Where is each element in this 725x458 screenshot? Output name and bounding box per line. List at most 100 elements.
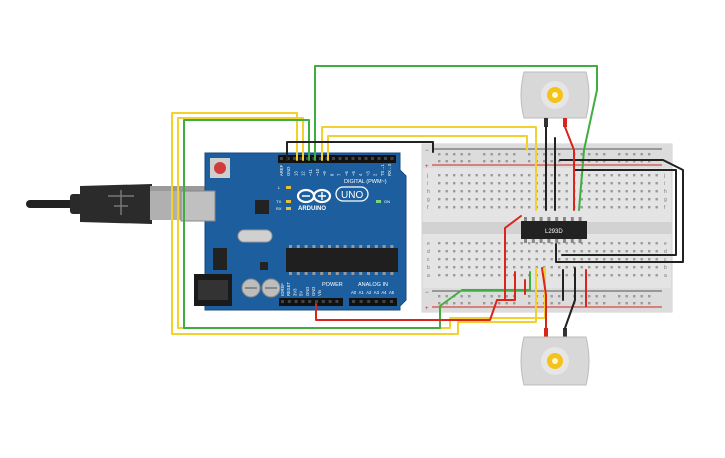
breadboard-hole[interactable] <box>655 242 658 245</box>
breadboard-hole[interactable] <box>655 182 658 185</box>
breadboard-hole[interactable] <box>603 206 606 209</box>
pin-socket[interactable] <box>299 157 303 160</box>
rail-hole[interactable] <box>595 160 598 163</box>
breadboard-hole[interactable] <box>453 242 456 245</box>
breadboard-hole[interactable] <box>580 250 583 253</box>
breadboard-hole[interactable] <box>528 182 531 185</box>
breadboard-hole[interactable] <box>618 190 621 193</box>
breadboard-hole[interactable] <box>460 190 463 193</box>
rail-hole[interactable] <box>640 302 643 305</box>
breadboard-hole[interactable] <box>513 198 516 201</box>
rail-hole[interactable] <box>640 160 643 163</box>
breadboard-hole[interactable] <box>498 190 501 193</box>
pin-socket[interactable] <box>371 157 374 160</box>
rail-hole[interactable] <box>603 302 606 305</box>
rail-hole[interactable] <box>460 302 463 305</box>
breadboard-hole[interactable] <box>483 174 486 177</box>
wire-yellow[interactable] <box>321 126 537 211</box>
rail-hole[interactable] <box>603 160 606 163</box>
breadboard-hole[interactable] <box>655 258 658 261</box>
breadboard-hole[interactable] <box>618 250 621 253</box>
breadboard-hole[interactable] <box>588 266 591 269</box>
breadboard-hole[interactable] <box>513 258 516 261</box>
breadboard-hole[interactable] <box>580 206 583 209</box>
breadboard-hole[interactable] <box>475 198 478 201</box>
breadboard-hole[interactable] <box>625 250 628 253</box>
breadboard-hole[interactable] <box>460 206 463 209</box>
rail-hole[interactable] <box>483 295 486 298</box>
rail-hole[interactable] <box>603 153 606 156</box>
rail-hole[interactable] <box>558 295 561 298</box>
breadboard-hole[interactable] <box>573 266 576 269</box>
breadboard-hole[interactable] <box>550 182 553 185</box>
breadboard-hole[interactable] <box>490 174 493 177</box>
rail-hole[interactable] <box>460 160 463 163</box>
breadboard-hole[interactable] <box>498 266 501 269</box>
breadboard-hole[interactable] <box>655 198 658 201</box>
breadboard-hole[interactable] <box>550 174 553 177</box>
breadboard-hole[interactable] <box>625 174 628 177</box>
rail-hole[interactable] <box>483 302 486 305</box>
breadboard-hole[interactable] <box>595 274 598 277</box>
breadboard-hole[interactable] <box>445 182 448 185</box>
breadboard-hole[interactable] <box>640 242 643 245</box>
pin-socket[interactable] <box>308 300 312 303</box>
breadboard-hole[interactable] <box>595 198 598 201</box>
breadboard-hole[interactable] <box>625 190 628 193</box>
breadboard-hole[interactable] <box>550 242 553 245</box>
breadboard-hole[interactable] <box>468 198 471 201</box>
breadboard-hole[interactable] <box>475 274 478 277</box>
wire-red[interactable] <box>315 271 516 321</box>
breadboard-hole[interactable] <box>505 250 508 253</box>
rail-hole[interactable] <box>505 302 508 305</box>
rail-hole[interactable] <box>453 302 456 305</box>
breadboard-hole[interactable] <box>513 242 516 245</box>
breadboard-hole[interactable] <box>453 198 456 201</box>
breadboard-hole[interactable] <box>505 182 508 185</box>
pin-socket[interactable] <box>335 300 339 303</box>
pin-socket[interactable] <box>315 300 318 303</box>
breadboard-hole[interactable] <box>558 258 561 261</box>
rail-hole[interactable] <box>468 160 471 163</box>
pin-socket[interactable] <box>345 157 348 160</box>
breadboard-hole[interactable] <box>535 242 538 245</box>
breadboard-hole[interactable] <box>513 250 516 253</box>
breadboard-hole[interactable] <box>505 174 508 177</box>
breadboard-hole[interactable] <box>648 190 651 193</box>
pin-socket[interactable] <box>332 157 335 160</box>
breadboard-hole[interactable] <box>640 206 643 209</box>
rail-hole[interactable] <box>513 302 516 305</box>
wire-black[interactable] <box>286 141 434 161</box>
breadboard-hole[interactable] <box>625 258 628 261</box>
breadboard-hole[interactable] <box>648 242 651 245</box>
breadboard-hole[interactable] <box>565 266 568 269</box>
breadboard-hole[interactable] <box>468 242 471 245</box>
breadboard-hole[interactable] <box>550 206 553 209</box>
breadboard-hole[interactable] <box>648 274 651 277</box>
breadboard-hole[interactable] <box>498 242 501 245</box>
breadboard-hole[interactable] <box>453 206 456 209</box>
breadboard-hole[interactable] <box>543 198 546 201</box>
rail-hole[interactable] <box>498 153 501 156</box>
rail-hole[interactable] <box>558 153 561 156</box>
breadboard-hole[interactable] <box>648 174 651 177</box>
breadboard-hole[interactable] <box>580 258 583 261</box>
breadboard-hole[interactable] <box>558 266 561 269</box>
breadboard-hole[interactable] <box>550 274 553 277</box>
breadboard-hole[interactable] <box>475 258 478 261</box>
breadboard-hole[interactable] <box>490 274 493 277</box>
breadboard-hole[interactable] <box>640 266 643 269</box>
breadboard-hole[interactable] <box>603 174 606 177</box>
breadboard-hole[interactable] <box>513 190 516 193</box>
breadboard-hole[interactable] <box>460 182 463 185</box>
rail-hole[interactable] <box>618 295 621 298</box>
breadboard-hole[interactable] <box>445 274 448 277</box>
breadboard-hole[interactable] <box>588 206 591 209</box>
pin-socket[interactable] <box>281 300 284 303</box>
breadboard-hole[interactable] <box>438 266 441 269</box>
breadboard-hole[interactable] <box>543 190 546 193</box>
breadboard-hole[interactable] <box>625 242 628 245</box>
wire-yellow[interactable] <box>327 135 528 161</box>
breadboard-hole[interactable] <box>513 206 516 209</box>
pin-socket[interactable] <box>280 157 283 160</box>
